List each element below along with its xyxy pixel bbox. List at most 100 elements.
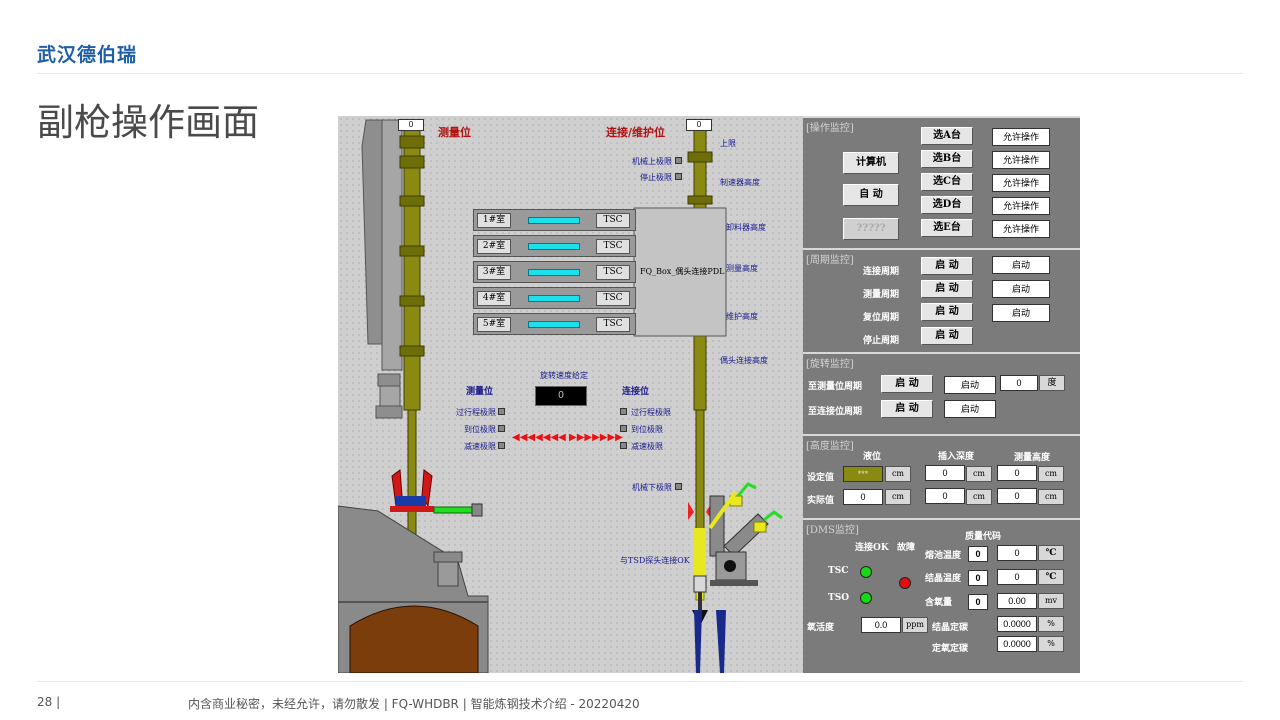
oxygen-carbon-label: 定氧定碳: [932, 644, 969, 654]
label-unload-height: 卸料器高度: [726, 223, 766, 232]
actual-level-value: 0: [843, 489, 883, 505]
actual-measure-value: 0: [997, 488, 1037, 504]
melt-temp-label: 熔池温度: [925, 551, 962, 561]
auto-button[interactable]: 自 动: [843, 184, 899, 206]
to-connect-status: 启动: [944, 400, 996, 418]
cycle-start-button[interactable]: 启 动: [921, 327, 973, 345]
room-label[interactable]: 3#室: [477, 265, 511, 280]
room-status-bar: [528, 295, 580, 302]
melt-temp-code: 0: [968, 546, 988, 562]
tso-connect-led: [860, 592, 872, 604]
indicator-mech-lower-limit: [675, 483, 682, 490]
right-limit-indicator: [620, 425, 627, 432]
oxygen-activity-unit: ppm: [902, 617, 928, 633]
tso-label: TSO: [828, 593, 850, 603]
room-label[interactable]: 4#室: [477, 291, 511, 306]
label-mech-lower-limit: 机械下极限: [632, 483, 672, 492]
room-status-bar: [528, 321, 580, 328]
left-limit-indicator: [498, 425, 505, 432]
to-measure-start-button[interactable]: 启 动: [881, 375, 933, 393]
room-row: 5#室 TSC: [473, 313, 636, 335]
angle-value: 0: [1000, 375, 1038, 391]
cycle-start-button[interactable]: 启 动: [921, 257, 973, 275]
unit-label: cm: [966, 466, 992, 482]
label-upper-limit: 上限: [720, 139, 736, 148]
set-value-label: 设定值: [807, 473, 835, 483]
set-level-input[interactable]: ***: [843, 466, 883, 482]
to-connect-start-button[interactable]: 启 动: [881, 400, 933, 418]
room-tsc-button[interactable]: TSC: [596, 265, 630, 280]
page-number: 28 |: [37, 695, 61, 709]
unit-label: cm: [885, 489, 911, 505]
oxygen-label: 含氧量: [925, 598, 953, 608]
room-tsc-button[interactable]: TSC: [596, 317, 630, 332]
connect-position-subtitle: 连接位: [622, 387, 650, 397]
measure-position-subtitle: 测量位: [466, 387, 494, 397]
room-tsc-button[interactable]: TSC: [596, 213, 630, 228]
percent-unit: %: [1038, 616, 1064, 632]
label-probe-connect-height: 偶头连接高度: [720, 356, 768, 365]
oxygen-activity-label: 氧活度: [807, 623, 835, 633]
section-title: [周期监控]: [806, 255, 854, 266]
crystal-temp-code: 0: [968, 570, 988, 586]
temp-unit: ℃: [1038, 545, 1064, 561]
left-limit-indicator: [498, 442, 505, 449]
section-title: [DMS监控]: [806, 525, 859, 536]
right-limit-label: 减速极限: [631, 442, 663, 451]
connect-position-title: 连接/维护位: [606, 126, 666, 139]
col-insert-label: 插入深度: [938, 452, 975, 462]
room-row: 4#室 TSC: [473, 287, 636, 309]
disabled-button[interactable]: ?????: [843, 218, 899, 240]
room-tsc-button[interactable]: TSC: [596, 239, 630, 254]
oxygen-unit: mv: [1038, 593, 1064, 609]
left-limit-indicator: [498, 408, 505, 415]
right-limit-label: 到位极限: [631, 425, 663, 434]
temp-unit: ℃: [1038, 569, 1064, 585]
select-station-d-button[interactable]: 选D台: [921, 196, 973, 214]
cycle-start-button[interactable]: 启 动: [921, 280, 973, 298]
section-title: [旋转监控]: [806, 359, 854, 370]
unit-label: cm: [1038, 489, 1064, 505]
unit-label: cm: [1038, 466, 1064, 482]
select-station-a-button[interactable]: 选A台: [921, 127, 973, 145]
cycle-start-button[interactable]: 启 动: [921, 303, 973, 321]
room-label[interactable]: 5#室: [477, 317, 511, 332]
left-limit-label: 减速极限: [464, 442, 496, 451]
crystal-temp-label: 结晶温度: [925, 574, 962, 584]
control-panel: [操作监控] 计算机 自 动 ????? 选A台 允许操作 选B台 允许操作 选…: [803, 116, 1080, 673]
room-status-bar: [528, 243, 580, 250]
station-b-status: 允许操作: [992, 151, 1050, 169]
svg-text:◀◀◀◀◀◀◀ ▶▶▶▶▶▶▶: ◀◀◀◀◀◀◀ ▶▶▶▶▶▶▶: [512, 432, 623, 443]
crystal-carbon-label: 结晶定碳: [932, 623, 969, 633]
measure-position-title: 测量位: [438, 126, 471, 139]
footer-text: 内含商业秘密，未经允许，请勿散发 | FQ-WHDBR | 智能炼钢技术介绍 -…: [188, 697, 640, 711]
actual-value-label: 实际值: [807, 496, 835, 506]
select-station-c-button[interactable]: 选C台: [921, 173, 973, 191]
left-limit-label: 过行程极限: [456, 408, 496, 417]
process-diagram: ◀◀◀◀◀◀◀ ▶▶▶▶▶▶▶ 0 0 测量位 连接/维护位 上限 机械上极限 …: [338, 116, 803, 673]
tsc-label: TSC: [828, 566, 849, 576]
room-label[interactable]: 1#室: [477, 213, 511, 228]
station-d-status: 允许操作: [992, 197, 1050, 215]
crystal-temp-value: 0: [997, 569, 1037, 585]
room-row: 3#室 TSC: [473, 261, 636, 283]
page-title: 副枪操作画面: [37, 101, 259, 144]
select-station-b-button[interactable]: 选B台: [921, 150, 973, 168]
tsc-connect-led: [860, 566, 872, 578]
unit-label: cm: [966, 489, 992, 505]
cycle-status: 启动: [992, 280, 1050, 298]
set-measure-input[interactable]: 0: [997, 465, 1037, 481]
label-maintain-height: 维护高度: [726, 312, 758, 321]
left-limit-label: 到位极限: [464, 425, 496, 434]
right-lance-counter: 0: [686, 119, 712, 131]
room-label[interactable]: 2#室: [477, 239, 511, 254]
set-insert-input[interactable]: 0: [925, 465, 965, 481]
col-measure-label: 测量高度: [1014, 453, 1051, 463]
room-tsc-button[interactable]: TSC: [596, 291, 630, 306]
station-c-status: 允许操作: [992, 174, 1050, 192]
computer-button[interactable]: 计算机: [843, 152, 899, 174]
right-limit-indicator: [620, 408, 627, 415]
room-row: 1#室 TSC: [473, 209, 636, 231]
oxygen-carbon-value: 0.0000: [997, 636, 1037, 652]
select-station-e-button[interactable]: 选E台: [921, 219, 973, 237]
